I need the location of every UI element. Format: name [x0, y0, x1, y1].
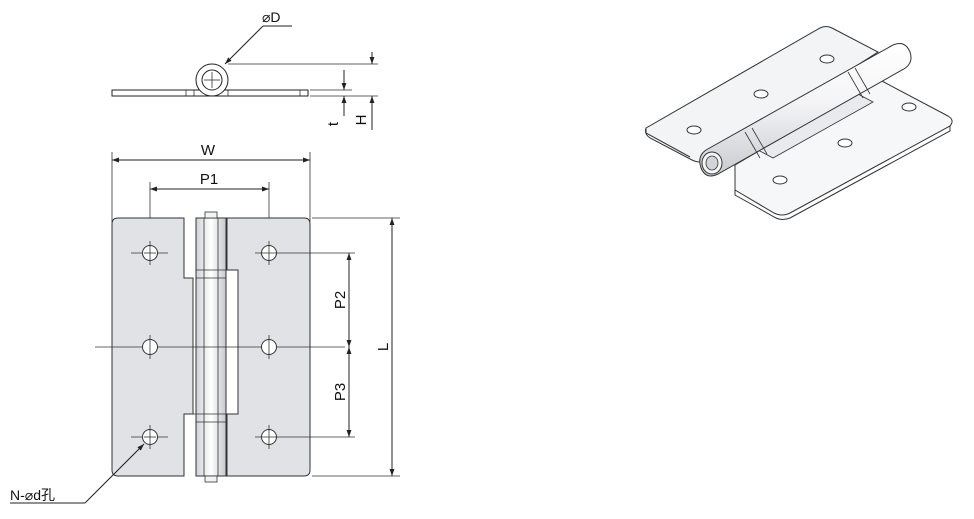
- iso-hinge-barrel: [699, 43, 912, 177]
- isometric-view: [645, 26, 953, 220]
- front-view: W P1: [10, 142, 400, 504]
- holes-N-d-label: N-⌀d孔: [10, 487, 55, 503]
- height-H-label: H: [353, 115, 370, 126]
- iso-leaf-front: [734, 79, 953, 216]
- hole-left-middle: [142, 335, 158, 359]
- hole-right-top: [255, 241, 355, 265]
- hole-left-bottom: [142, 425, 158, 449]
- length-L-label: L: [375, 343, 392, 351]
- diameter-D-label: ⌀D: [262, 9, 281, 25]
- pitch-P3-label: P3: [332, 383, 349, 401]
- pitch-P2-label: P2: [332, 291, 349, 309]
- hole-right-middle: [261, 335, 277, 359]
- thickness-t-label: t: [325, 121, 342, 126]
- pitch-P1-label: P1: [200, 171, 218, 188]
- hole-left-top: [142, 241, 158, 265]
- side-view: ⌀D t H: [111, 9, 378, 130]
- width-W-label: W: [201, 142, 216, 159]
- hole-right-bottom: [255, 425, 355, 449]
